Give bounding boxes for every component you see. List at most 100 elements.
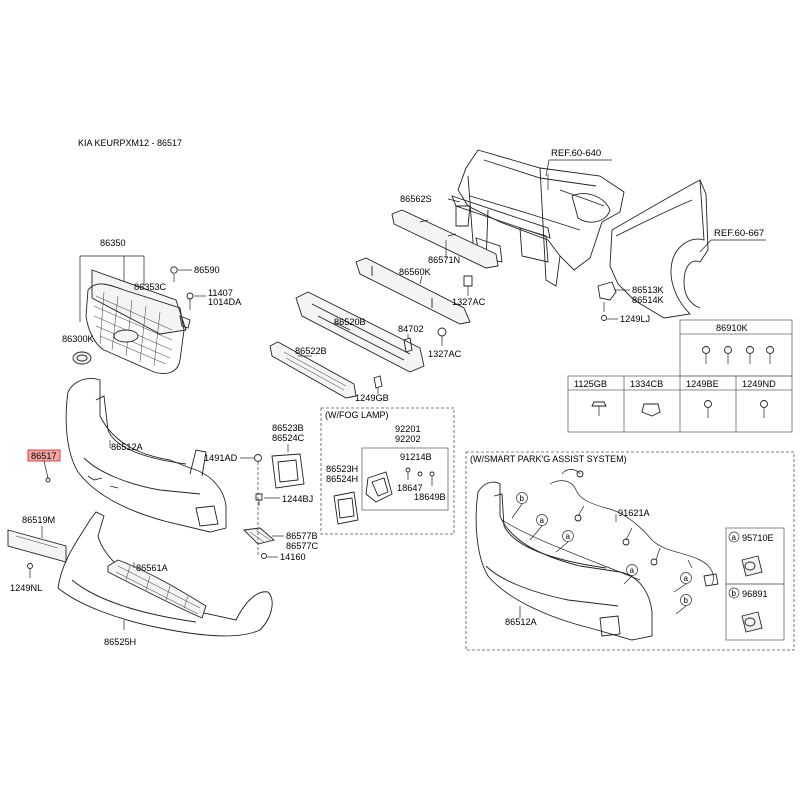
beam-86571N: 86571N <box>391 209 499 269</box>
fog-lamp-callouts: 92201 92202 91214B 18647 18649B 86523H 8… <box>326 424 449 511</box>
svg-text:86519M: 86519M <box>22 515 55 525</box>
svg-text:1249LJ: 1249LJ <box>620 314 650 324</box>
bolt-86590: 86590 <box>170 265 220 282</box>
svg-text:86522B: 86522B <box>295 346 327 356</box>
beam-86560K: 86560K <box>355 257 471 325</box>
highlighted-part-86517[interactable]: 86517 <box>27 449 61 483</box>
smart-park-group-box <box>465 451 795 651</box>
svg-text:86571N: 86571N <box>428 255 460 265</box>
svg-text:86514K: 86514K <box>632 295 665 305</box>
grille-86350-drawing <box>85 269 191 374</box>
fastener-icons-row <box>591 400 768 418</box>
svg-text:91214B: 91214B <box>400 452 432 462</box>
sensor-markers: b a a a a b <box>511 492 692 615</box>
bracket-86523B: 86523B 86524C <box>271 423 305 489</box>
svg-text:a: a <box>684 574 689 583</box>
svg-text:96891: 96891 <box>742 589 768 599</box>
svg-text:1334CB: 1334CB <box>630 379 663 389</box>
smart-park-title: (W/SMART PARK'G ASSIST SYSTEM) <box>470 454 627 464</box>
fender-drawing <box>609 179 709 319</box>
bolt-1244BJ: 1244BJ <box>255 493 313 506</box>
svg-text:86523H: 86523H <box>326 464 358 474</box>
svg-text:86590: 86590 <box>194 265 220 275</box>
svg-text:b: b <box>732 589 737 598</box>
svg-text:95710E: 95710E <box>742 533 774 543</box>
svg-text:a: a <box>630 566 635 575</box>
license-bracket-86519M: 86519M <box>7 515 67 563</box>
sensor-legend: a 95710E b 96891 <box>725 527 785 641</box>
lower-bumper-86525H: 86525H <box>57 511 273 647</box>
svg-text:a: a <box>566 532 571 541</box>
screw-1249NL: 1249NL <box>10 563 42 593</box>
bumper-cover-86512A: 86512A <box>65 378 227 533</box>
svg-text:1249ND: 1249ND <box>742 379 776 389</box>
fastener-table: 86910K 1125GB 1334CB 1249BE 1249ND <box>567 319 793 433</box>
clip-1491AD: 1491AD <box>204 453 262 463</box>
lower-grille-86561A: 86561A <box>107 559 207 619</box>
svg-text:86561A: 86561A <box>136 563 169 573</box>
lower-grille-86522B: 86522B <box>269 341 357 399</box>
svg-text:1014DA: 1014DA <box>208 297 242 307</box>
radiator-support-drawing <box>455 149 625 287</box>
stay-86577B: 86577B 86577C <box>243 527 319 551</box>
svg-text:b: b <box>684 596 689 605</box>
svg-text:18649B: 18649B <box>414 492 446 502</box>
clip-1327AC-lower: 1327AC <box>428 327 462 359</box>
screw-1249GB: 1249GB <box>355 375 389 403</box>
svg-text:a: a <box>732 533 737 542</box>
svg-text:92202: 92202 <box>395 434 421 444</box>
ref-60-667-callout: REF.60-667 <box>699 228 766 253</box>
svg-text:86577B: 86577B <box>286 531 318 541</box>
svg-text:86525H: 86525H <box>104 637 136 647</box>
svg-text:1249BE: 1249BE <box>686 379 719 389</box>
svg-text:86520B: 86520B <box>334 317 366 327</box>
clip-1327AC-upper: 1327AC <box>452 275 486 307</box>
svg-text:a: a <box>540 516 545 525</box>
svg-text:1125GB: 1125GB <box>574 379 607 389</box>
svg-text:86300K: 86300K <box>62 334 95 344</box>
ref-60-640-callout: REF.60-640 <box>545 148 612 177</box>
svg-text:b: b <box>520 494 525 503</box>
svg-text:91621A: 91621A <box>618 508 651 518</box>
clip-84702: 84702 <box>398 324 424 353</box>
bolt-11407: 11407 1014DA <box>186 288 242 310</box>
fender-bracket-callouts: 86513K 86514K 1249LJ <box>597 281 665 324</box>
svg-text:1244BJ: 1244BJ <box>282 494 313 504</box>
svg-text:1327AC: 1327AC <box>428 349 462 359</box>
fog-lamp-drawing <box>333 467 435 525</box>
svg-text:1249GB: 1249GB <box>355 393 389 403</box>
svg-text:86910K: 86910K <box>716 323 749 333</box>
emblem-86300K: 86300K <box>62 334 95 365</box>
svg-text:86353C: 86353C <box>134 282 167 292</box>
svg-text:11407: 11407 <box>208 288 233 298</box>
svg-text:14160: 14160 <box>280 552 306 562</box>
smart-park-bumper-drawing: 86512A <box>475 481 653 641</box>
svg-text:86560K: 86560K <box>399 267 432 277</box>
svg-text:86512A: 86512A <box>111 442 144 452</box>
svg-text:86523B: 86523B <box>272 423 304 433</box>
screw-icons-86910K <box>702 346 774 364</box>
svg-text:86350: 86350 <box>100 238 126 248</box>
fog-lamp-title: (W/FOG LAMP) <box>325 410 389 420</box>
grille-callout-86350: 86350 <box>79 238 145 322</box>
wiring-harness-91621A: 91621A <box>549 469 719 587</box>
svg-text:REF.60-640: REF.60-640 <box>551 148 601 159</box>
svg-text:86512A: 86512A <box>505 617 538 627</box>
svg-text:1327AC: 1327AC <box>452 297 486 307</box>
svg-text:18647: 18647 <box>397 483 423 493</box>
svg-text:86513K: 86513K <box>632 285 665 295</box>
svg-text:84702: 84702 <box>398 324 424 334</box>
svg-text:86524C: 86524C <box>272 433 305 443</box>
absorber-86520B: 86520B <box>295 291 425 373</box>
svg-text:86524H: 86524H <box>326 474 358 484</box>
svg-text:86577C: 86577C <box>286 541 319 551</box>
fog-lamp-group-box <box>320 407 455 535</box>
svg-text:REF.60-667: REF.60-667 <box>714 228 764 239</box>
svg-text:86517[interactable]: 86517 <box>31 451 57 461</box>
diagram-title: KIA KEURPXM12 - 86517 <box>78 138 182 148</box>
upper-beam-86562S: 86562S <box>400 194 551 239</box>
svg-text:92201: 92201 <box>395 424 421 434</box>
svg-text:1491AD: 1491AD <box>204 453 238 463</box>
